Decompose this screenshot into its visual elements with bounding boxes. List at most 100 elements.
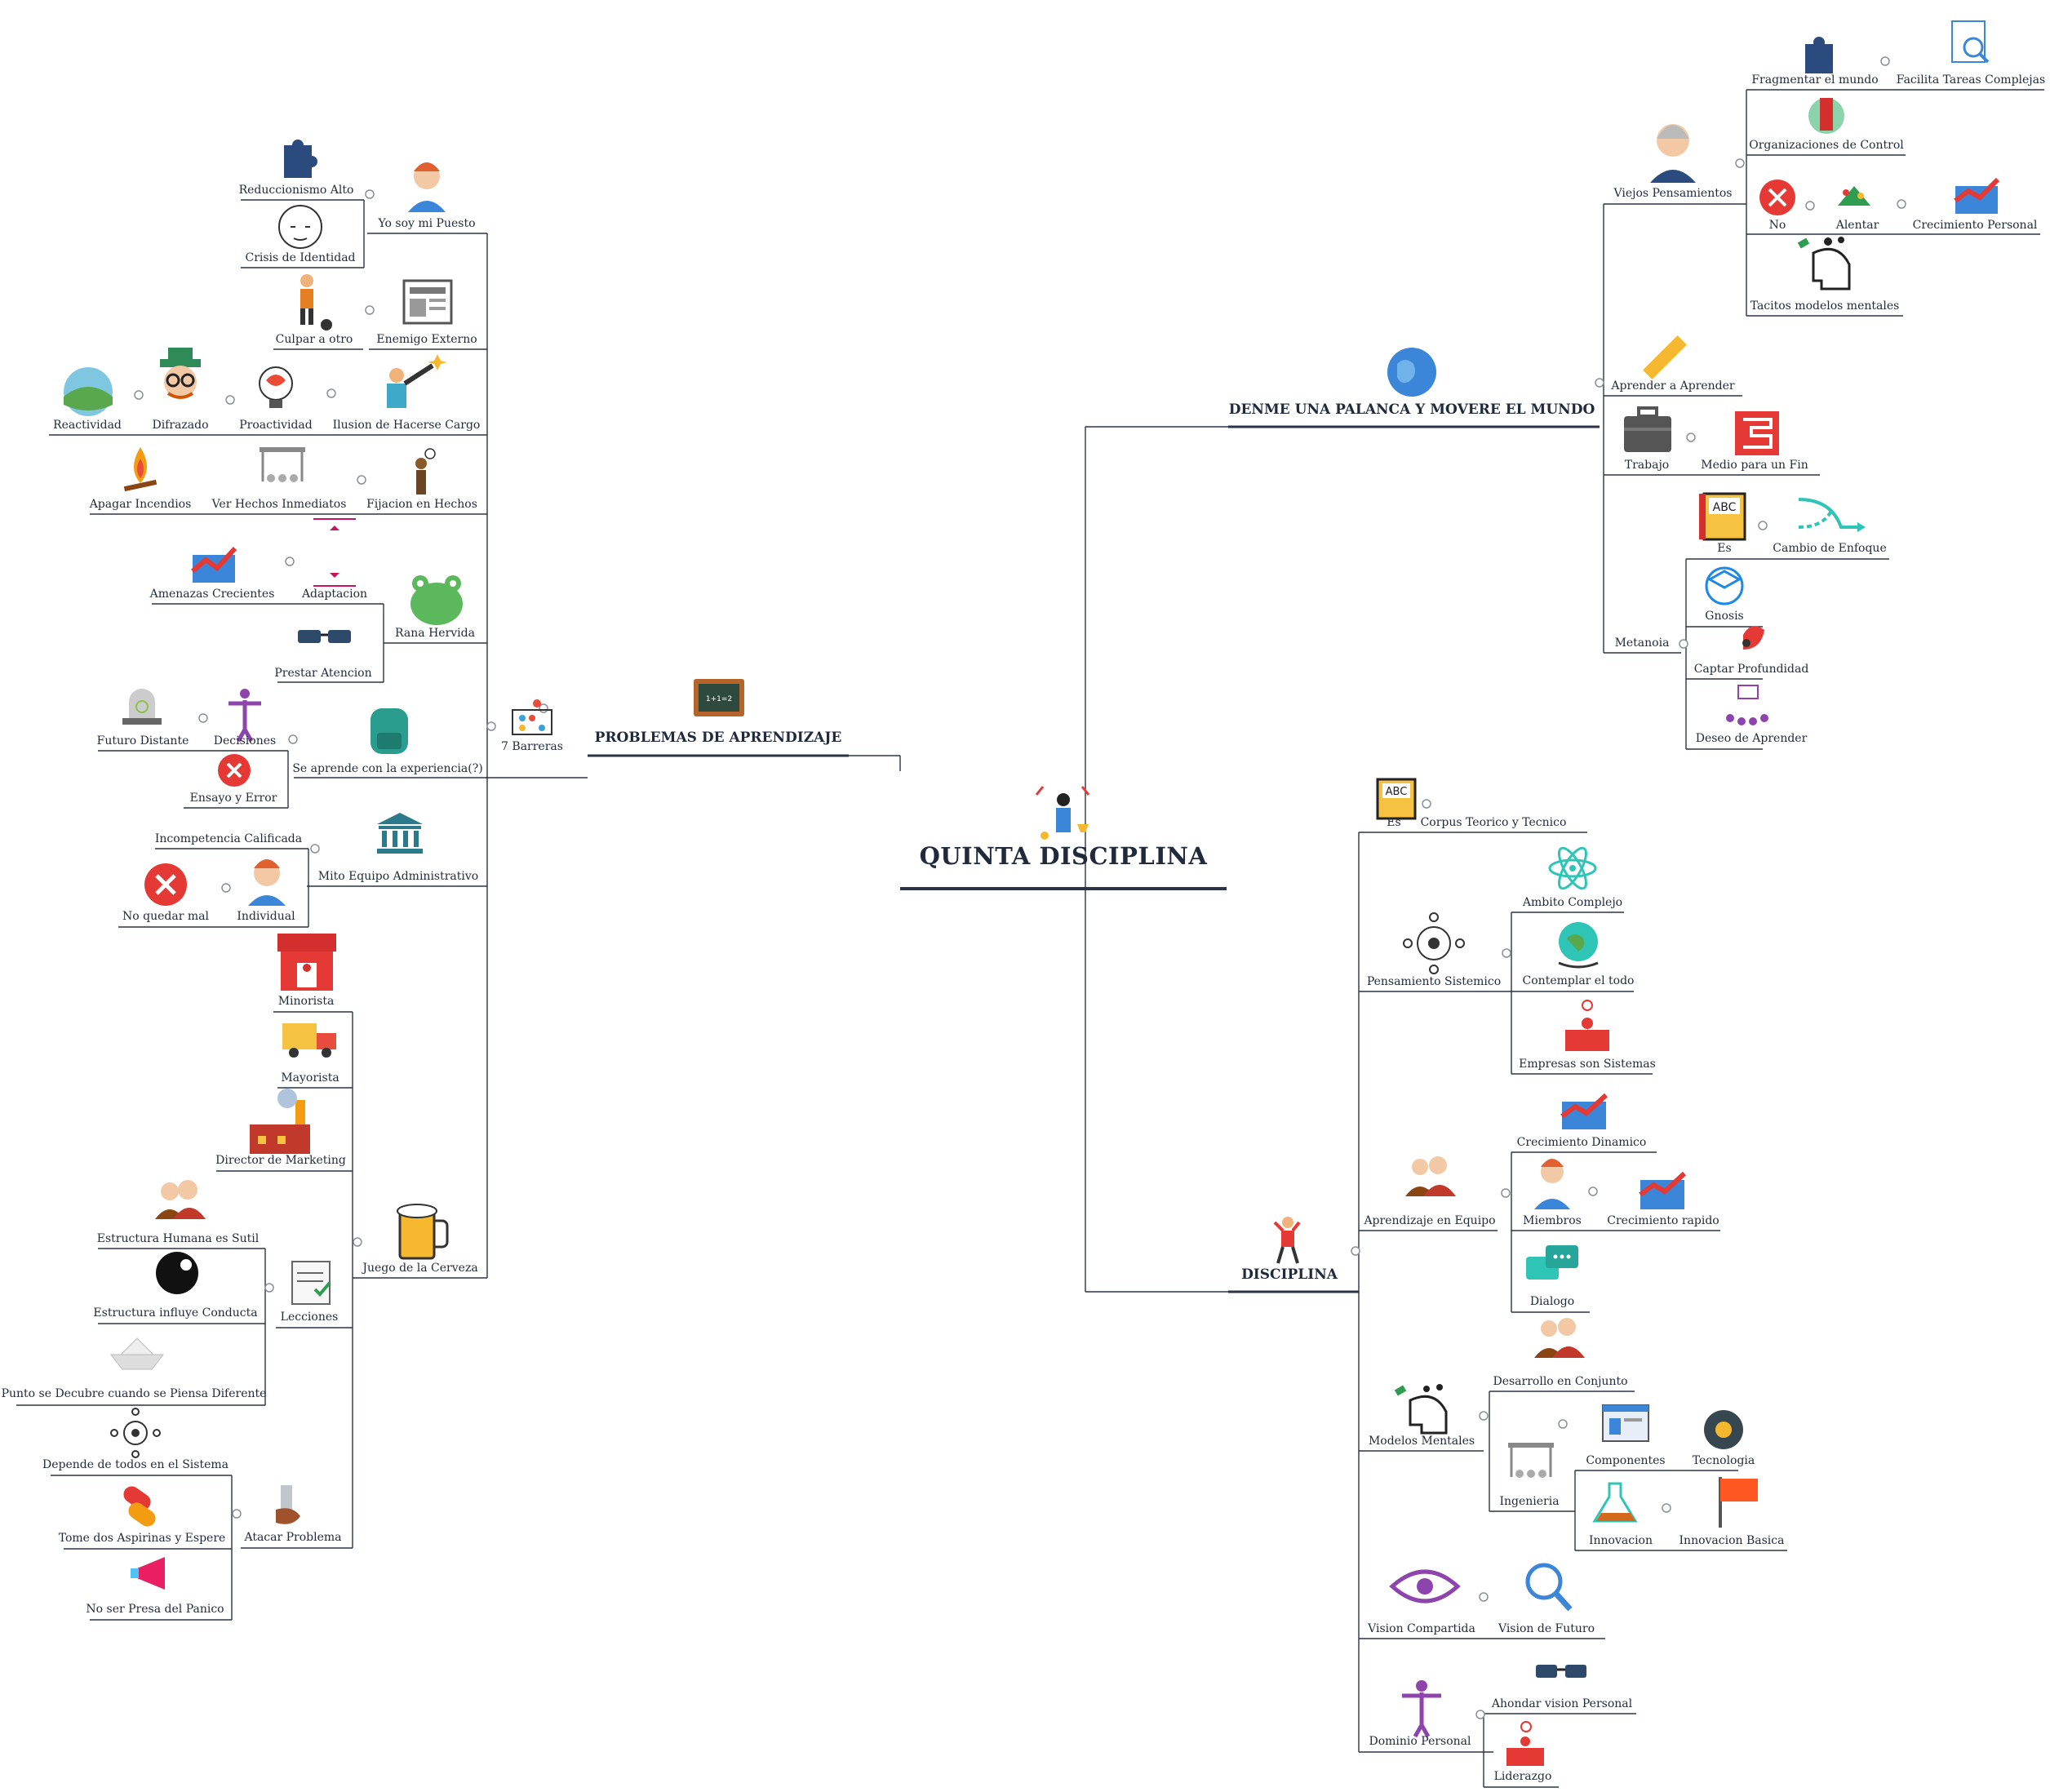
headset-person-icon [248, 859, 286, 906]
node-dialogo[interactable]: Dialogo [1529, 1295, 1575, 1308]
node-proactividad[interactable]: Proactividad [239, 419, 313, 432]
branch-problemas[interactable]: PROBLEMAS DE APRENDIZAJE [594, 730, 842, 746]
node-crecimiento-personal[interactable]: Crecimiento Personal [1912, 219, 2038, 232]
achiever-icon [1035, 786, 1090, 840]
hand-icon [276, 1485, 300, 1524]
node-incompetencia-calificada[interactable]: Incompetencia Calificada [154, 832, 303, 845]
node-es[interactable]: Es [1717, 542, 1732, 555]
business-desk-icon [1506, 1721, 1544, 1766]
node-contemplar-el-todo[interactable]: Contemplar el todo [1522, 974, 1635, 987]
checklist-icon [291, 1261, 331, 1305]
root-title[interactable]: QUINTA DISCIPLINA [919, 842, 1208, 870]
people-group-icon [155, 1180, 206, 1219]
node-componentes[interactable]: Componentes [1586, 1454, 1666, 1467]
node-crecimiento-dinamico[interactable]: Crecimiento Dinamico [1516, 1136, 1647, 1149]
node-desarrollo-en-conjunto[interactable]: Desarrollo en Conjunto [1493, 1375, 1628, 1388]
node-depende-de-todos[interactable]: Depende de todos en el Sistema [42, 1458, 229, 1471]
node-futuro-distante[interactable]: Futuro Distante [96, 734, 189, 747]
node-mayorista[interactable]: Mayorista [281, 1071, 339, 1085]
node-ingenieria[interactable]: Ingenieria [1499, 1495, 1560, 1508]
node-innovacion[interactable]: Innovacion [1588, 1534, 1653, 1547]
document-search-icon [1951, 20, 1990, 64]
node-crecimiento-rapido[interactable]: Crecimiento rapido [1607, 1214, 1719, 1227]
node-enemigo-externo[interactable]: Enemigo Externo [376, 333, 477, 346]
node-empresas-son-sistemas[interactable]: Empresas son Sistemas [1519, 1058, 1656, 1071]
node-medio-para-un-fin[interactable]: Medio para un Fin [1701, 459, 1808, 472]
node-corpus[interactable]: Corpus Teorico y Tecnico [1420, 816, 1567, 829]
glasses-icon [298, 630, 351, 643]
node-cambio-de-enfoque[interactable]: Cambio de Enfoque [1773, 542, 1887, 555]
node-adaptacion[interactable]: Adaptacion [301, 588, 368, 601]
node-yo-soy-mi-puesto[interactable]: Yo soy mi Puesto [378, 217, 476, 230]
node-se-aprende-experiencia[interactable]: Se aprende con la experiencia(?) [292, 762, 483, 775]
people-group-icon [1405, 1156, 1456, 1196]
node-lecciones[interactable]: Lecciones [280, 1311, 339, 1324]
node-vision-compartida[interactable]: Vision Compartida [1368, 1622, 1475, 1635]
paper-boat-icon [109, 1337, 165, 1370]
node-organizaciones-de-control[interactable]: Organizaciones de Control [1749, 139, 1904, 152]
store-icon [277, 934, 336, 991]
node-culpar-a-otro[interactable]: Culpar a otro [275, 333, 353, 346]
node-no-quedar-mal[interactable]: No quedar mal [122, 910, 209, 923]
node-deseo-de-aprender[interactable]: Deseo de Aprender [1695, 732, 1808, 745]
node-liderazgo[interactable]: Liderazgo [1493, 1770, 1552, 1783]
node-difrazado[interactable]: Difrazado [152, 419, 209, 432]
branch-palanca[interactable]: DENME UNA PALANCA Y MOVERE EL MUNDO [1228, 401, 1595, 418]
node-captar-profundidad[interactable]: Captar Profundidad [1693, 663, 1809, 676]
node-aprender-a-aprender[interactable]: Aprender a Aprender [1611, 379, 1735, 393]
node-gnosis[interactable]: Gnosis [1705, 610, 1744, 623]
node-trabajo[interactable]: Trabajo [1624, 459, 1670, 472]
node-crisis-de-identidad[interactable]: Crisis de Identidad [245, 251, 356, 264]
node-ambito-complejo[interactable]: Ambito Complejo [1522, 896, 1623, 909]
node-viejos-pensamientos[interactable]: Viejos Pensamientos [1613, 187, 1733, 200]
node-apagar-incendios[interactable]: Apagar Incendios [89, 498, 192, 511]
node-rana-hervida[interactable]: Rana Hervida [395, 627, 475, 640]
node-tacitos-modelos[interactable]: Tacitos modelos mentales [1750, 299, 1900, 313]
node-no[interactable]: No [1768, 219, 1786, 232]
node-tome-dos-aspirinas[interactable]: Tome dos Aspirinas y Espere [58, 1532, 226, 1545]
node-aprendizaje-en-equipo[interactable]: Aprendizaje en Equipo [1364, 1214, 1496, 1227]
node-punto-se-descubre[interactable]: Punto se Decubre cuando se Piensa Difere… [1, 1387, 267, 1400]
node-ensayo-y-error[interactable]: Ensayo y Error [189, 792, 277, 805]
node-7-barreras[interactable]: 7 Barreras [501, 740, 563, 753]
node-prestar-atencion[interactable]: Prestar Atencion [274, 667, 372, 680]
node-fragmentar-el-mundo[interactable]: Fragmentar el mundo [1751, 73, 1879, 86]
node-facilita-tareas[interactable]: Facilita Tareas Complejas [1896, 73, 2046, 86]
chalkboard-icon: 1+1=2 [694, 679, 744, 716]
node-mito-equipo[interactable]: Mito Equipo Administrativo [317, 870, 479, 883]
node-estructura-influye[interactable]: Estructura influye Conducta [93, 1306, 258, 1320]
network-icon [110, 1408, 161, 1458]
node-estructura-humana[interactable]: Estructura Humana es Sutil [96, 1232, 260, 1245]
node-metanoia[interactable]: Metanoia [1614, 637, 1670, 650]
node-individual[interactable]: Individual [237, 910, 295, 923]
red-x-icon [218, 754, 251, 787]
node-pensamiento-sistemico[interactable]: Pensamiento Sistemico [1366, 975, 1502, 988]
node-no-ser-presa[interactable]: No ser Presa del Panico [86, 1603, 224, 1616]
node-reduccionismo-alto[interactable]: Reduccionismo Alto [238, 184, 354, 197]
node-modelos-mentales[interactable]: Modelos Mentales [1368, 1435, 1475, 1448]
puzzle-icon [1805, 37, 1833, 73]
node-innovacion-basica[interactable]: Innovacion Basica [1679, 1534, 1785, 1547]
node-tecnologia[interactable]: Tecnologia [1692, 1454, 1755, 1467]
people-group-icon [1534, 1318, 1585, 1358]
abc-book-icon: ABC [1376, 778, 1417, 820]
pencil-icon [1643, 335, 1687, 379]
node-ver-hechos-inmediatos[interactable]: Ver Hechos Inmediatos [211, 498, 347, 511]
node-alentar[interactable]: Alentar [1835, 219, 1879, 232]
node-fijacion-en-hechos[interactable]: Fijacion en Hechos [366, 498, 477, 511]
node-dominio-personal[interactable]: Dominio Personal [1369, 1735, 1471, 1748]
node-ilusion-de-hacerse-cargo[interactable]: Ilusion de Hacerse Cargo [332, 419, 481, 432]
node-minorista[interactable]: Minorista [277, 995, 335, 1008]
node-vision-de-futuro[interactable]: Vision de Futuro [1498, 1622, 1595, 1635]
node-reactividad[interactable]: Reactividad [53, 419, 122, 432]
node-ahondar-vision[interactable]: Ahondar vision Personal [1491, 1697, 1633, 1710]
node-decisiones[interactable]: Decisiones [213, 734, 277, 747]
node-es[interactable]: Es [1387, 816, 1401, 829]
node-director-de-marketing[interactable]: Director de Marketing [215, 1154, 346, 1167]
node-amenazas-crecientes[interactable]: Amenazas Crecientes [149, 588, 275, 601]
branch-disciplina[interactable]: DISCIPLINA [1241, 1266, 1338, 1283]
node-juego-de-la-cerveza[interactable]: Juego de la Cerveza [362, 1262, 478, 1275]
node-atacar-problema[interactable]: Atacar Problema [244, 1531, 342, 1544]
flag-icon [1719, 1477, 1758, 1528]
node-miembros[interactable]: Miembros [1523, 1214, 1582, 1227]
